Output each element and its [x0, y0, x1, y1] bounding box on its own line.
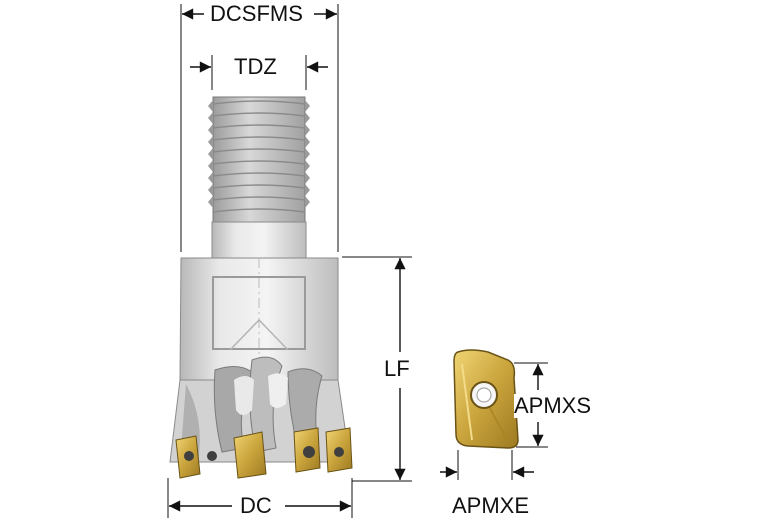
insert-3 — [293, 427, 321, 473]
insert-4 — [325, 427, 353, 473]
thread-teeth — [208, 100, 310, 208]
threaded-shank — [208, 96, 310, 224]
dimension-arrows — [169, 8, 544, 512]
wrench-flat — [212, 276, 306, 350]
label-lf: LF — [384, 356, 410, 381]
label-dcsfms: DCSFMS — [210, 1, 303, 26]
label-tdz: TDZ — [234, 54, 277, 79]
insert-1 — [175, 435, 201, 479]
insert-2 — [207, 431, 267, 479]
shank-neck — [211, 221, 307, 259]
cutter-inserts — [175, 427, 353, 479]
thread-lines — [212, 100, 306, 213]
extension-lines — [167, 4, 548, 518]
insert-detail — [453, 349, 519, 449]
cutting-head — [169, 356, 351, 463]
label-apmxs: APMXS — [514, 393, 592, 418]
label-dc: DC — [240, 493, 272, 518]
label-apmxe: APMXE — [452, 493, 530, 518]
